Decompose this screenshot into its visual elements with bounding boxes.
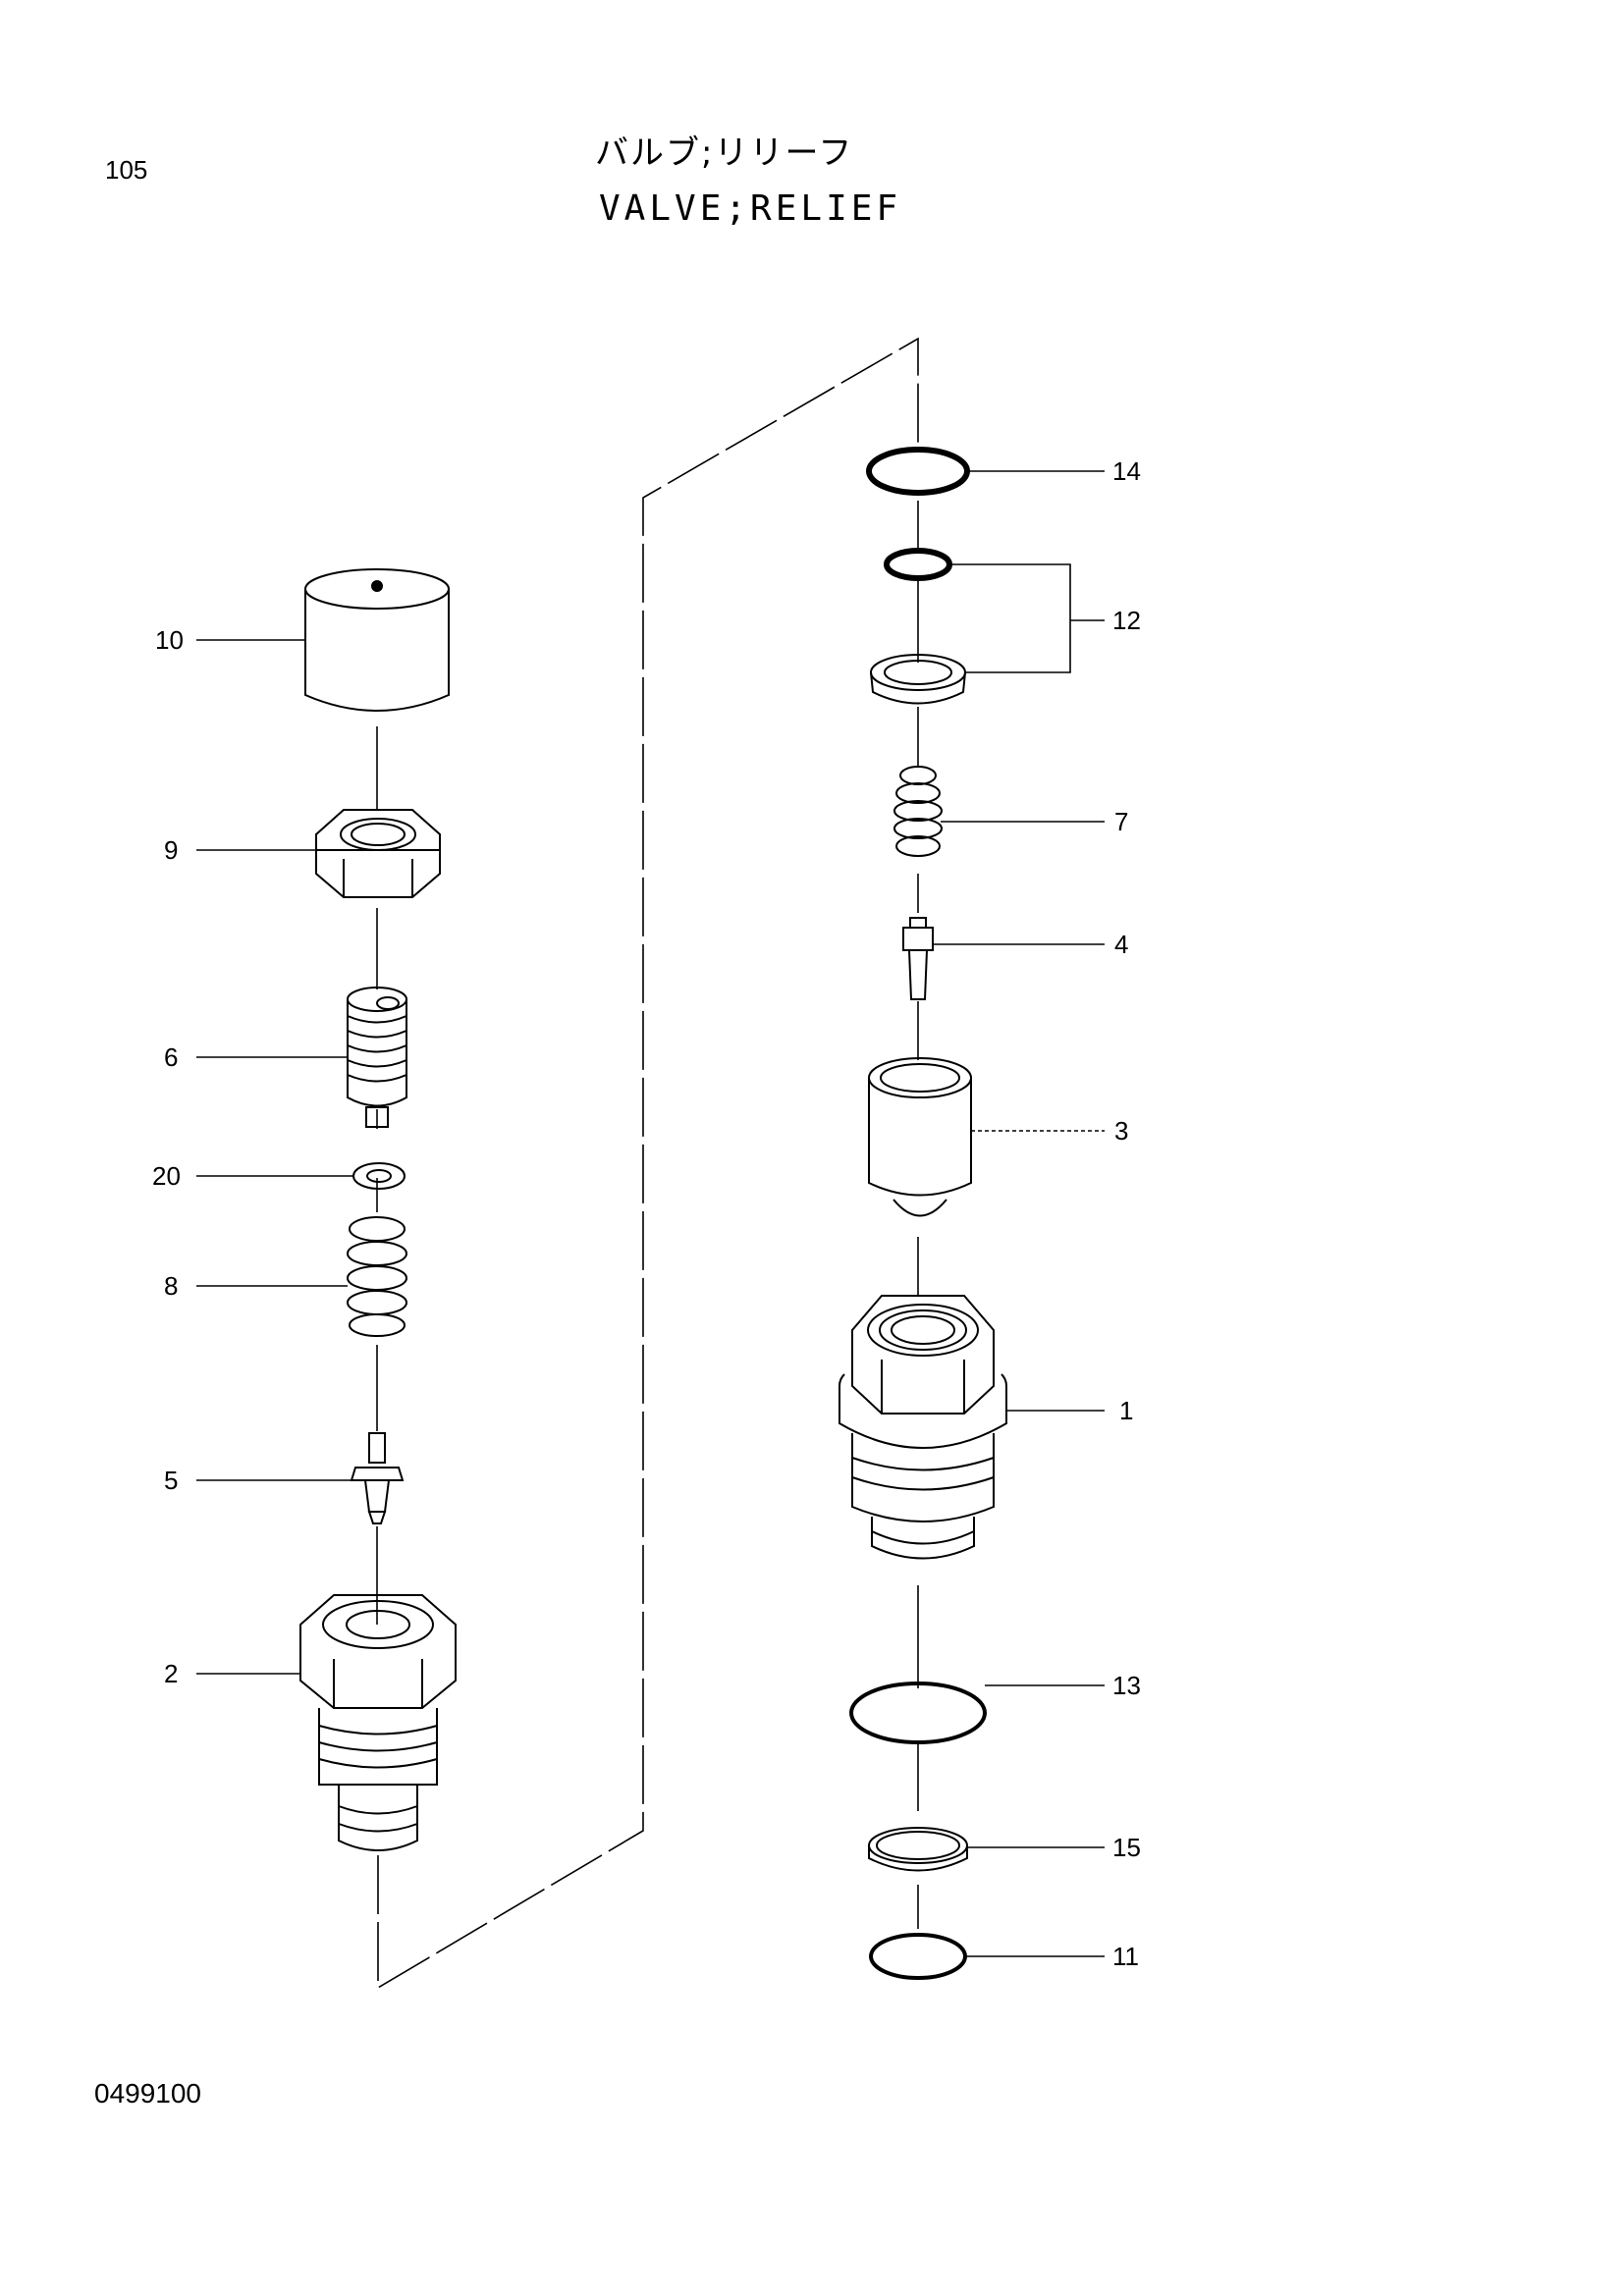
part-10-cap	[304, 568, 450, 712]
part-1-main-body	[839, 1295, 1007, 1560]
part-7-spring	[893, 766, 943, 857]
part-6-adjusting-screw	[347, 987, 407, 1128]
callout-12: 12	[1112, 606, 1141, 635]
callout-4: 4	[1114, 930, 1128, 959]
part-9-hex-nut	[315, 809, 441, 898]
part-5-poppet	[350, 1432, 405, 1524]
callout-2: 2	[164, 1659, 178, 1688]
title-english: VALVE;RELIEF	[599, 188, 902, 229]
part-2-plug-body	[299, 1594, 457, 1851]
callout-13: 13	[1112, 1671, 1141, 1700]
part-3-piston-sleeve	[868, 1057, 972, 1217]
callout-11: 11	[1112, 1942, 1139, 1971]
part-15-backup-ring	[868, 1827, 968, 1872]
part-12-backup-ring	[884, 548, 952, 581]
callout-15: 15	[1112, 1833, 1141, 1862]
part-8-spring	[347, 1216, 407, 1337]
callout-20: 20	[152, 1161, 181, 1191]
callout-14: 14	[1112, 456, 1141, 486]
page-number: 105	[105, 155, 148, 185]
part-11-o-ring	[869, 1933, 967, 1980]
callout-7: 7	[1114, 807, 1128, 836]
part-14-o-ring	[866, 447, 970, 496]
callout-labels: 10 9 6 20 8 5 2 14 12 7 4 3 1 13 15 11	[152, 456, 1141, 1971]
callout-1: 1	[1119, 1396, 1133, 1425]
assembly-connector-line	[377, 337, 919, 1990]
title-japanese: バルブ;リリーフ	[595, 133, 854, 173]
callout-10: 10	[155, 625, 184, 655]
callout-6: 6	[164, 1042, 178, 1072]
drawing-code: 0499100	[94, 2078, 202, 2109]
leader-lines	[196, 470, 1105, 1957]
callout-8: 8	[164, 1271, 178, 1301]
callout-9: 9	[164, 835, 178, 865]
part-4-pilot-poppet	[902, 917, 934, 1000]
part-13-o-ring	[849, 1682, 987, 1744]
part-20-washer	[352, 1162, 406, 1190]
callout-5: 5	[164, 1466, 178, 1495]
callout-3: 3	[1114, 1116, 1128, 1146]
